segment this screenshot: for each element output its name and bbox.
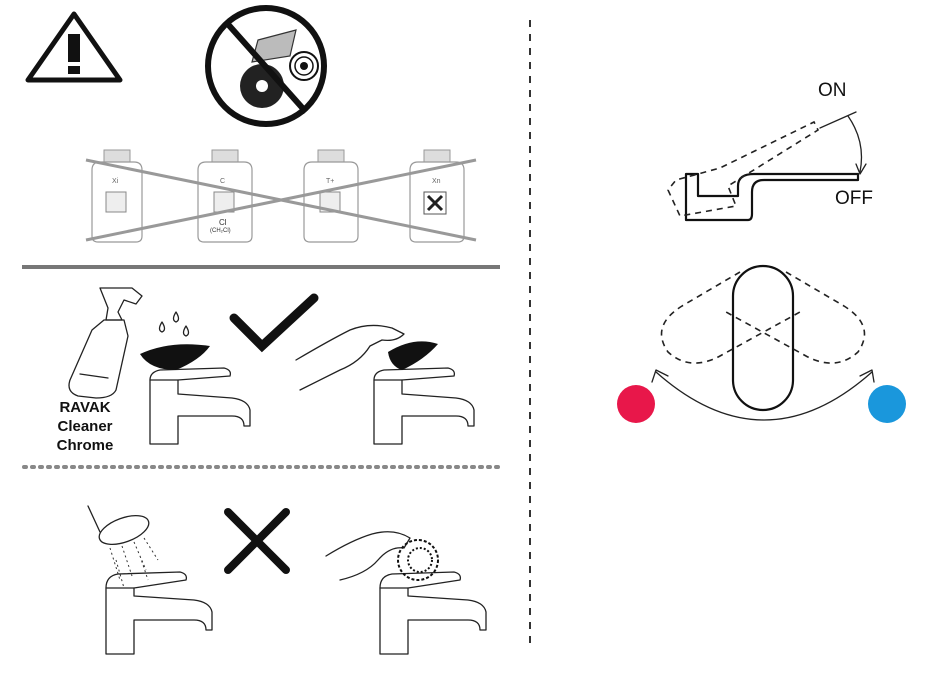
chemical-bottle — [91, 149, 143, 243]
faucet — [105, 571, 213, 655]
bottle-code-label: C — [220, 178, 226, 185]
product-name-line: RAVAK — [59, 399, 111, 416]
chemical-bottle — [197, 149, 253, 243]
cross-icon — [224, 508, 290, 574]
lever-on-off-diagram — [667, 111, 867, 222]
bottle-code-label: Xn — [432, 178, 441, 185]
temperature-rotation-diagram — [651, 264, 875, 421]
hand-scrubbing-faucet — [325, 531, 487, 655]
product-name-line: Chrome — [56, 437, 114, 454]
product-name: RAVAK Cleaner Chrome — [40, 398, 130, 455]
hot-water-indicator — [617, 385, 655, 423]
prohibited-chemicals-group — [85, 149, 477, 243]
bottle-code-label: Xi — [112, 178, 119, 185]
chlorine-symbol-label: Cl — [219, 218, 227, 227]
spray-bottle-icon — [68, 287, 143, 399]
hand-wiping-faucet — [295, 324, 475, 445]
product-name-line: Cleaner — [57, 418, 113, 435]
off-label: OFF — [835, 188, 873, 209]
bottle-code-label: T+ — [326, 178, 335, 185]
chemical-bottle — [303, 149, 359, 243]
chlorine-formula-label: (CH₂Cl) — [210, 228, 231, 234]
cold-water-indicator — [868, 385, 906, 423]
droplets-icon — [158, 311, 190, 337]
warning-triangle-icon — [25, 11, 123, 83]
checkmark-icon — [229, 293, 319, 353]
on-label: ON — [818, 80, 847, 101]
faucet-with-cloth — [140, 344, 251, 445]
no-abrasive-tools-icon — [205, 5, 327, 127]
chemical-bottle — [409, 149, 465, 243]
shower-head-icon — [87, 505, 159, 589]
